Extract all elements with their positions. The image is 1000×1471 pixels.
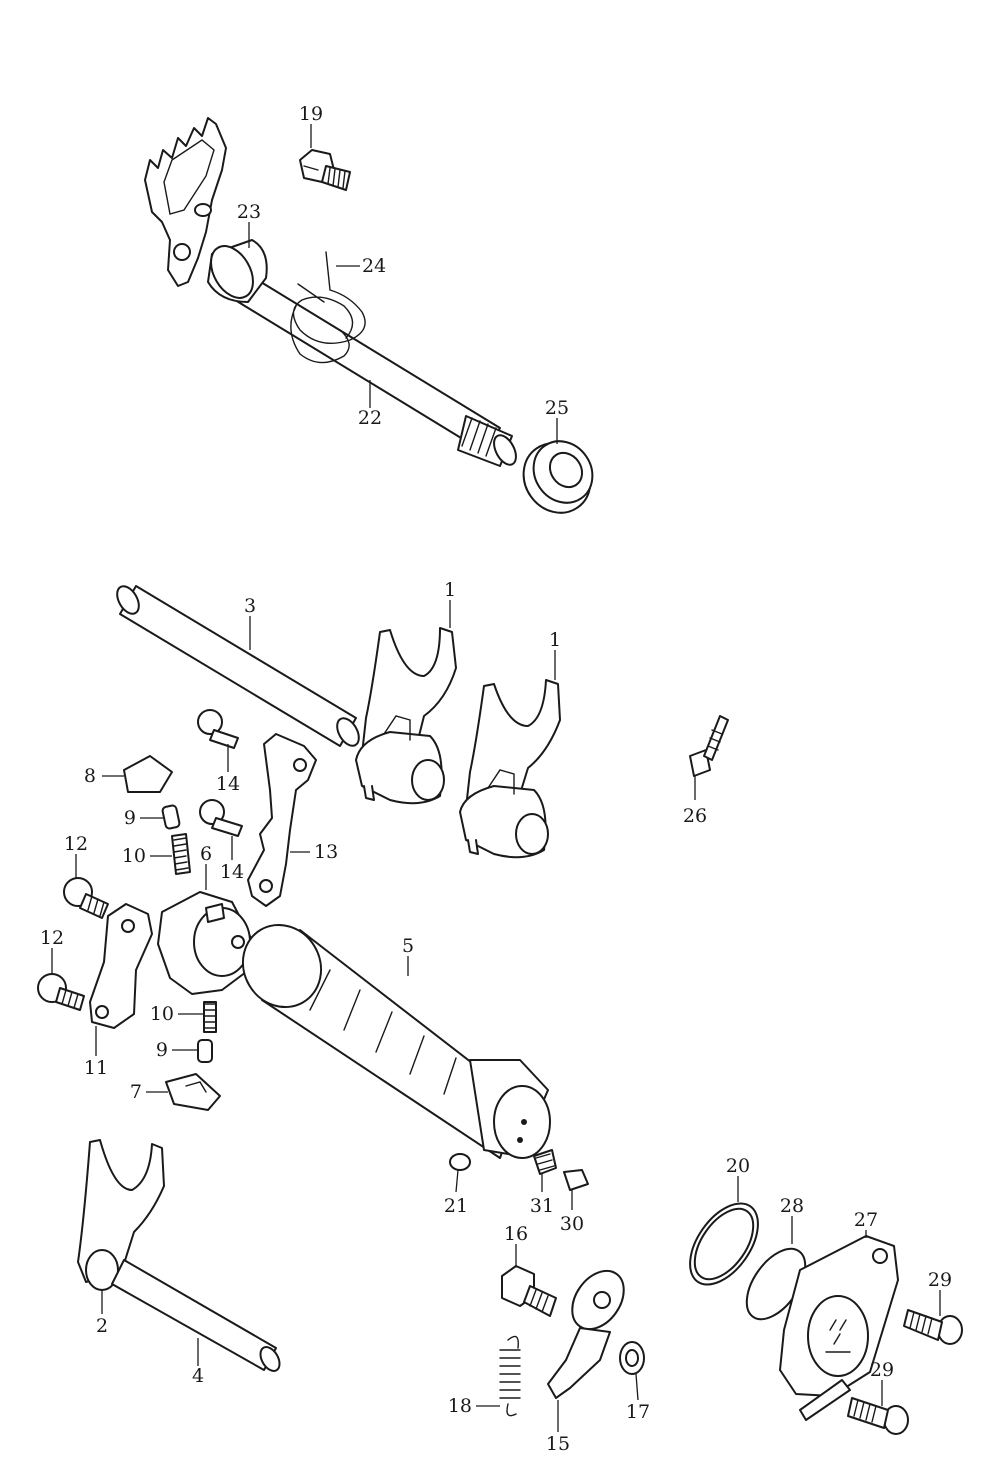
label-25: 25 bbox=[545, 397, 569, 419]
label-12a: 12 bbox=[64, 833, 88, 855]
part-17-washer bbox=[619, 1341, 645, 1375]
label-23: 23 bbox=[237, 201, 261, 223]
label-10b: 10 bbox=[150, 1003, 174, 1025]
label-26: 26 bbox=[683, 805, 707, 827]
part-12-screw-lower bbox=[37, 973, 85, 1011]
label-14b: 14 bbox=[220, 861, 244, 883]
part-20-o-ring bbox=[689, 1202, 759, 1286]
part-29-bolt-upper bbox=[903, 1309, 963, 1345]
label-9a: 9 bbox=[124, 807, 136, 829]
part-22-shift-shaft bbox=[207, 239, 517, 467]
label-16: 16 bbox=[504, 1223, 528, 1245]
part-8-stopper-block bbox=[123, 755, 173, 793]
label-10a: 10 bbox=[122, 845, 146, 867]
part-25-bearing bbox=[522, 440, 594, 514]
part-30-plunger bbox=[563, 1169, 589, 1191]
part-5-shift-drum bbox=[241, 923, 551, 1159]
part-21-pin bbox=[449, 1153, 471, 1171]
label-12b: 12 bbox=[40, 927, 64, 949]
label-19: 19 bbox=[299, 103, 323, 125]
part-3-fork-rod bbox=[116, 585, 360, 747]
label-17: 17 bbox=[626, 1401, 650, 1423]
part-15-gearshift-arm bbox=[547, 1269, 625, 1399]
label-8: 8 bbox=[84, 765, 96, 787]
label-2: 2 bbox=[96, 1315, 108, 1337]
part-26-bolt bbox=[689, 715, 729, 777]
label-7: 7 bbox=[130, 1081, 142, 1103]
label-30: 30 bbox=[560, 1213, 584, 1235]
part-7-stopper bbox=[165, 1073, 221, 1111]
part-12-screw-upper bbox=[63, 877, 109, 919]
label-14a: 14 bbox=[216, 773, 240, 795]
part-4-fork-rod bbox=[111, 1259, 281, 1372]
label-22: 22 bbox=[358, 407, 382, 429]
label-29b: 29 bbox=[870, 1359, 894, 1381]
label-18: 18 bbox=[448, 1395, 472, 1417]
leader-lines bbox=[51, 124, 941, 1432]
part-23-shift-lever bbox=[144, 117, 227, 287]
part-24-return-spring bbox=[290, 251, 366, 364]
label-3: 3 bbox=[244, 595, 256, 617]
label-5: 5 bbox=[402, 935, 414, 957]
part-9-pin-lower bbox=[197, 1039, 213, 1063]
label-9b: 9 bbox=[156, 1039, 168, 1061]
part-11-segment-plate bbox=[89, 903, 153, 1029]
part-31-spring bbox=[533, 1149, 557, 1175]
part-19-bolt bbox=[299, 149, 351, 191]
part-27-neutral-switch bbox=[779, 1235, 899, 1421]
part-29-bolt-lower bbox=[847, 1397, 909, 1435]
part-9-pin-upper bbox=[161, 804, 181, 830]
part-14-screw-lower bbox=[199, 799, 243, 837]
part-18-spring bbox=[499, 1335, 521, 1417]
label-24: 24 bbox=[362, 255, 386, 277]
label-1b: 1 bbox=[549, 629, 561, 651]
label-6: 6 bbox=[200, 843, 212, 865]
part-10-spring-upper bbox=[171, 833, 191, 875]
label-4: 4 bbox=[192, 1365, 204, 1387]
part-14-screw-upper bbox=[197, 709, 239, 749]
label-28: 28 bbox=[780, 1195, 804, 1217]
part-6-cam-segment bbox=[157, 891, 253, 995]
label-1a: 1 bbox=[444, 579, 456, 601]
label-31: 31 bbox=[530, 1195, 554, 1217]
label-29a: 29 bbox=[928, 1269, 952, 1291]
label-21: 21 bbox=[444, 1195, 468, 1217]
part-number-labels: 19 23 24 22 25 3 1 1 26 14 14 8 9 10 13 … bbox=[40, 103, 952, 1455]
part-10-spring-lower bbox=[203, 1001, 217, 1033]
part-1-shift-fork-b bbox=[459, 679, 561, 859]
label-20: 20 bbox=[726, 1155, 750, 1177]
part-13-stopper-plate bbox=[247, 733, 317, 907]
label-15: 15 bbox=[546, 1433, 570, 1455]
part-16-bolt bbox=[501, 1265, 557, 1317]
label-13: 13 bbox=[314, 841, 338, 863]
label-27: 27 bbox=[854, 1209, 878, 1231]
label-11: 11 bbox=[84, 1057, 108, 1079]
part-1-shift-fork-a bbox=[355, 627, 457, 805]
